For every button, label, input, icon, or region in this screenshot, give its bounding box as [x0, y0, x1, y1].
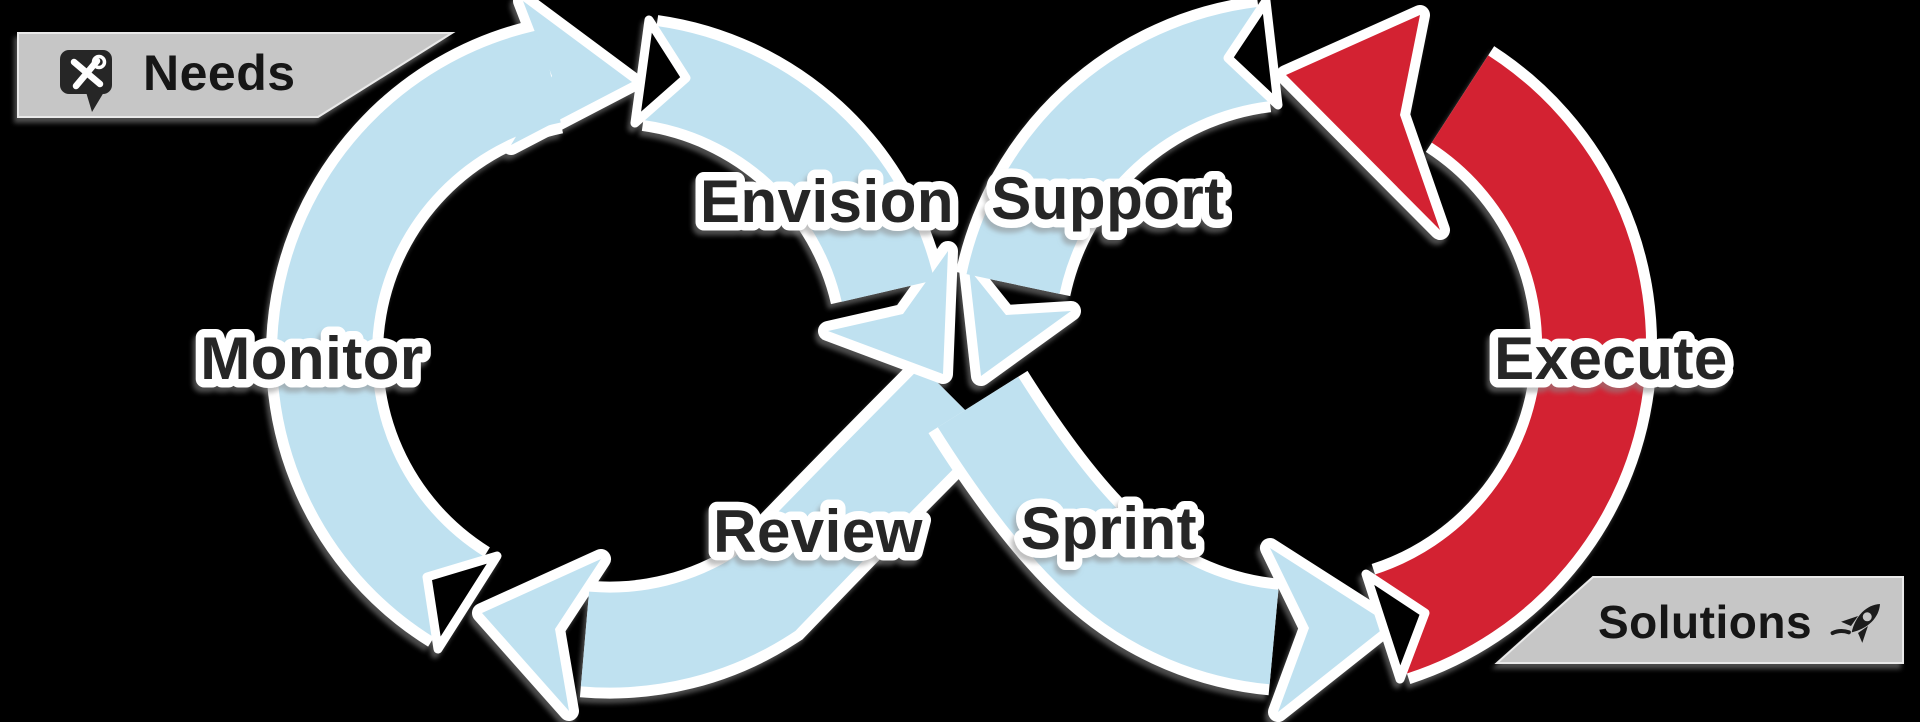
tail-notches [422, 0, 1430, 684]
needs-tag-background [17, 32, 456, 118]
step-label-review: Review [713, 498, 923, 565]
envision-tail-notch [630, 15, 691, 128]
tools-bubble-icon [60, 50, 112, 112]
sprint-arrowhead [1270, 548, 1389, 712]
step-labels: Envision Support Monitor Execute Review … [192, 157, 1736, 574]
sprint-arrow [928, 370, 1399, 722]
rocket-icon [1830, 604, 1880, 643]
step-label-support: Support [991, 165, 1224, 232]
loop-arrows [265, 0, 1658, 722]
solutions-tag-label: Solutions [1598, 596, 1812, 648]
support-arrowhead [969, 269, 1071, 376]
monitor-tail-notch [422, 551, 502, 654]
needs-tag-label: Needs [143, 45, 296, 101]
monitor-arrow [265, 0, 642, 647]
review-arrow [472, 358, 997, 721]
support-arrow [955, 0, 1273, 386]
execute-arrow [1276, 5, 1658, 684]
step-label-envision: Envision [700, 168, 954, 235]
needs-tag: Needs [17, 32, 456, 118]
review-arrowhead [482, 559, 601, 711]
monitor-arrowhead [511, 1, 632, 145]
envision-arrowhead [828, 251, 948, 374]
solutions-tag-background [1494, 576, 1904, 664]
solutions-tag: Solutions [1494, 576, 1904, 664]
step-label-sprint: Sprint [1021, 495, 1197, 562]
support-tail-notch [1223, 0, 1283, 110]
execute-tail-notch [1361, 569, 1430, 684]
envision-arrow [640, 15, 958, 384]
step-label-execute: Execute [1494, 325, 1728, 392]
step-label-monitor: Monitor [200, 325, 423, 392]
execute-arrowhead [1286, 15, 1440, 230]
